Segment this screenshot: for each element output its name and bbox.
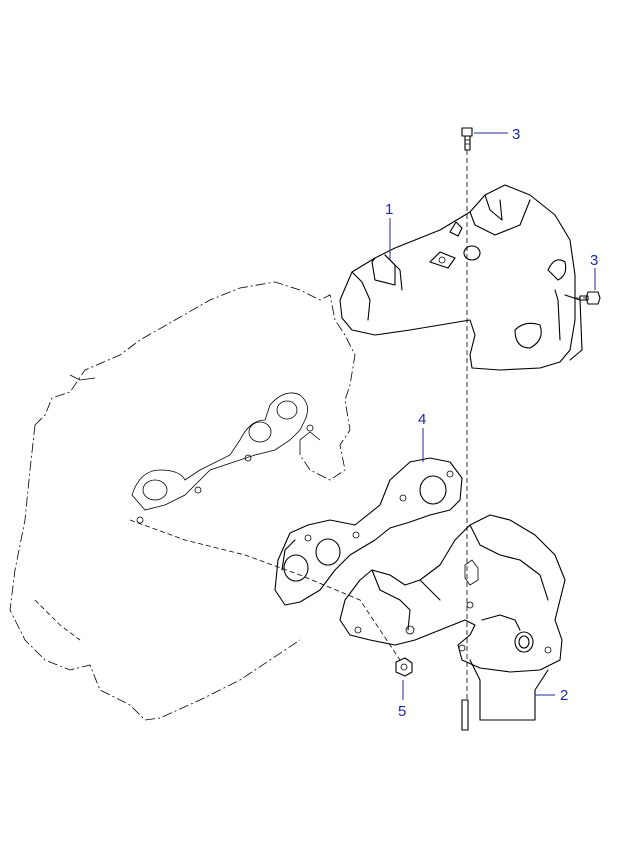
manifold-gasket [274,457,463,606]
callout-1: 1 [385,201,393,218]
callout-5: 5 [398,703,406,720]
engine-side-gasket [131,392,314,524]
nut [395,657,413,677]
callout-3-right: 3 [590,252,598,269]
engine-block [9,281,401,721]
stud [461,699,469,731]
callout-2: 2 [560,687,568,704]
heat-shield [339,184,583,371]
exhaust-manifold [339,514,566,721]
bolt-top [461,127,473,151]
leader-lines [389,132,596,700]
callout-3-top: 3 [512,126,520,143]
callout-4: 4 [418,411,426,428]
